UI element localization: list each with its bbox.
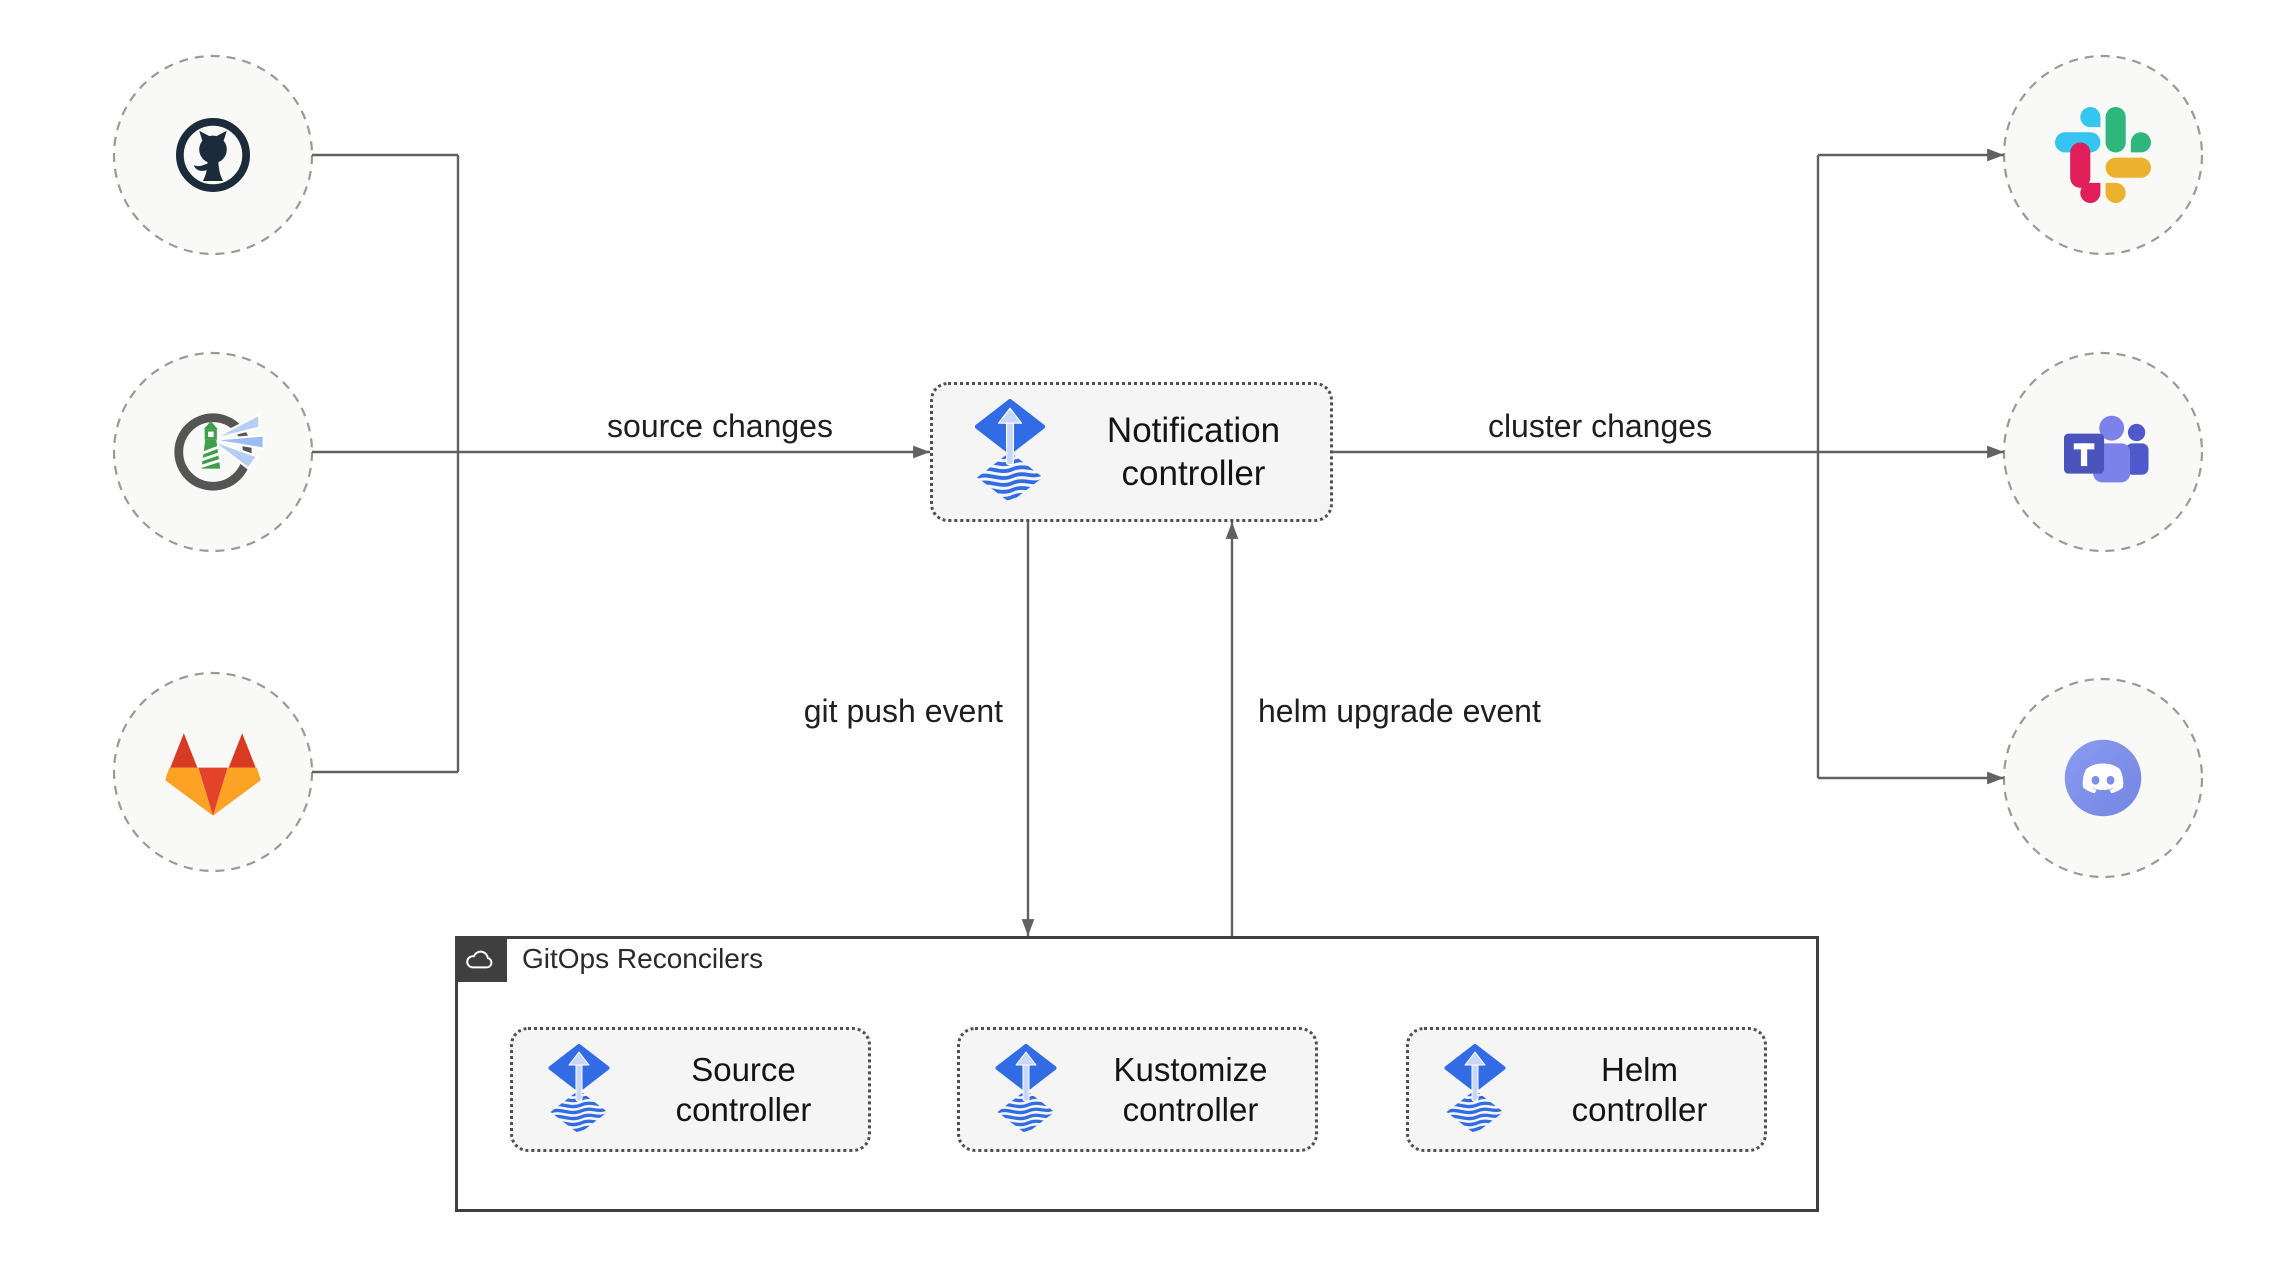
teams-icon (2051, 400, 2155, 504)
edge-label-helm-upgrade-event: helm upgrade event (1258, 693, 1541, 729)
flux-icon (1443, 1044, 1507, 1136)
harbor-icon (160, 399, 266, 505)
kustomize-controller-label: Kustomize controller (1113, 1050, 1268, 1128)
group-badge (455, 936, 507, 982)
cloud-icon (464, 947, 498, 972)
helm-controller-label: Helm controller (1571, 1050, 1708, 1128)
flux-icon (973, 399, 1047, 505)
group-label: GitOps Reconcilers (522, 943, 764, 974)
slack-icon (2055, 107, 2151, 203)
edge-sources-bus (312, 153, 460, 774)
flux-icon (994, 1044, 1058, 1136)
edge-label-cluster-changes: cluster changes (1487, 408, 1713, 444)
discord-icon (2049, 724, 2157, 832)
edge-label-git-push-event: git push event (803, 693, 1003, 729)
kustomize-controller-node: Kustomize controller (957, 1027, 1318, 1152)
gitlab-icon (163, 728, 263, 824)
flux-icon (547, 1044, 611, 1136)
helm-controller-node: Helm controller (1406, 1027, 1767, 1152)
source-controller-node: Source controller (510, 1027, 871, 1152)
github-icon (160, 102, 266, 208)
gitops-reconcilers-group: GitOps Reconcilers Source controller Kus… (455, 936, 1819, 1212)
edge-label-source-changes: source changes (607, 408, 833, 444)
notification-controller-label: Notification controller (1106, 411, 1281, 493)
notification-controller-node: Notification controller (930, 382, 1333, 522)
source-controller-label: Source controller (675, 1050, 812, 1128)
edge-cluster-changes (1333, 148, 2004, 785)
